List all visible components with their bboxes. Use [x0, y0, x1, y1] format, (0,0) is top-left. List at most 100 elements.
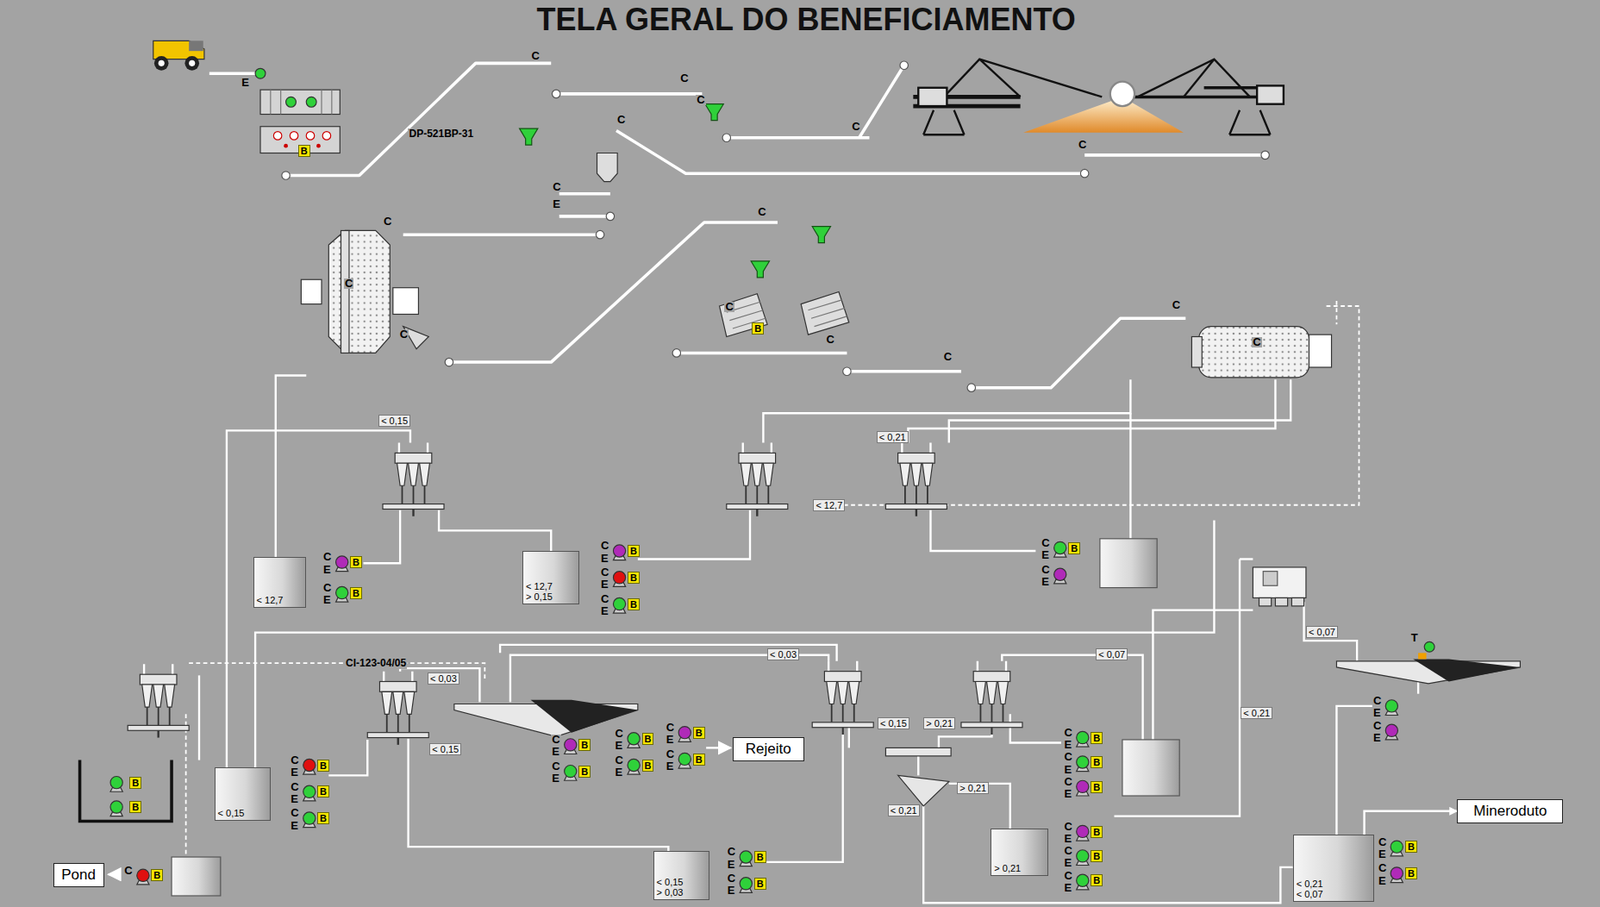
status-letter: C — [1062, 870, 1073, 882]
status-letter: C — [1251, 337, 1262, 348]
status-letter: C — [614, 755, 625, 766]
tank-label: < 0,15 — [218, 807, 245, 819]
vibrating-screen — [719, 291, 850, 337]
pipe — [917, 756, 919, 775]
filter-box — [1262, 571, 1278, 587]
pump — [336, 586, 349, 599]
status-letter: E — [289, 820, 300, 832]
status-letter: E — [240, 77, 250, 88]
status-letter: C — [1062, 776, 1073, 788]
pump — [612, 544, 625, 557]
hydrocyclone — [127, 663, 189, 738]
box-label: Mineroduto — [1473, 802, 1547, 820]
status-letter: C — [289, 807, 300, 819]
hopper — [705, 104, 724, 121]
conveyor — [559, 193, 611, 217]
pump — [303, 785, 316, 798]
bypass-flag: B — [317, 759, 330, 772]
pump — [739, 877, 752, 890]
pipe — [1417, 681, 1419, 694]
status-letter: C — [123, 865, 133, 876]
bypass-flag: B — [751, 322, 764, 335]
status-letter: E — [289, 767, 300, 778]
status-letter: E — [1040, 576, 1050, 588]
haul-truck — [154, 56, 169, 71]
tank-label: < 12,7 > 0,15 — [525, 581, 561, 602]
status-letter: C — [1377, 837, 1388, 848]
conveyor-pulley — [672, 349, 681, 357]
conveyor-pulley — [843, 367, 851, 375]
flow-label: < 0,03 — [427, 672, 460, 685]
pump — [1076, 780, 1089, 793]
stacker-reclaimer — [1110, 81, 1135, 107]
pump — [336, 556, 349, 569]
pipe — [108, 873, 121, 875]
bypass-flag: B — [642, 732, 655, 745]
status-letter: E — [550, 773, 561, 784]
bypass-flag: B — [317, 812, 330, 825]
pipe — [328, 739, 368, 775]
hydrocyclone — [812, 661, 874, 735]
status-letter: C — [1171, 300, 1182, 311]
stacker-reclaimer — [1023, 96, 1184, 132]
pump — [627, 732, 640, 745]
status-letter: E — [726, 859, 737, 870]
status-letter: E — [1062, 833, 1073, 844]
box-label: Pond — [61, 866, 96, 884]
bypass-flag: B — [754, 877, 767, 890]
pump — [303, 812, 316, 825]
flow-label: > 0,21 — [923, 717, 956, 730]
pipe — [907, 379, 1275, 443]
ball-mill — [1191, 326, 1332, 378]
feeder — [273, 131, 282, 140]
filter-box — [1252, 567, 1307, 607]
pipe — [510, 655, 829, 702]
status-letter: C — [616, 114, 626, 125]
flow-label: < 0,15 — [877, 717, 910, 730]
flow-connector — [1364, 811, 1458, 835]
pump — [678, 752, 691, 765]
dashed-line — [1336, 300, 1338, 325]
status-letter: E — [322, 594, 332, 606]
bypass-flag: B — [129, 776, 142, 789]
conveyor — [209, 62, 1266, 388]
status-letter: C — [600, 567, 610, 578]
bypass-flag: B — [627, 571, 640, 584]
status-letter: C — [531, 50, 541, 62]
hydrocyclone — [726, 443, 788, 517]
feeder — [260, 89, 340, 153]
conveyor-pulley — [551, 89, 560, 98]
filter-box — [1252, 567, 1307, 599]
bypass-flag: B — [317, 785, 330, 798]
stacker-reclaimer — [1256, 85, 1284, 104]
status-letter: C — [550, 734, 561, 745]
bypass-flag: B — [1405, 867, 1418, 880]
status-letter: C — [1372, 720, 1382, 732]
sag-mill — [393, 287, 419, 315]
status-letter: C — [382, 216, 393, 227]
flow-label: < 0,21 — [887, 804, 920, 817]
bypass-flag: B — [1090, 756, 1103, 769]
haul-truck — [188, 60, 195, 67]
tank — [171, 538, 1180, 896]
bypass-flag: B — [298, 144, 311, 157]
conveyor — [971, 318, 1187, 388]
tank: < 12,7 > 0,15 — [522, 550, 580, 605]
thickener — [454, 641, 1521, 737]
pipe — [1239, 557, 1253, 560]
thickener — [1412, 658, 1520, 682]
pipe — [1304, 601, 1358, 662]
hydrocyclone — [961, 661, 1023, 735]
pump — [137, 868, 150, 882]
hopper — [750, 261, 769, 278]
status-letter: E — [550, 746, 561, 757]
hopper — [519, 128, 538, 145]
feeder — [289, 131, 298, 140]
stacker-reclaimer — [1229, 110, 1270, 135]
haul-truck — [184, 56, 200, 71]
flow-label: < 0,21 — [1240, 706, 1273, 719]
feeder — [306, 96, 317, 107]
title: TELA GERAL DO BENEFICIAMENTO — [536, 1, 1075, 38]
hydrocyclone — [367, 671, 429, 745]
thickener — [531, 700, 638, 733]
